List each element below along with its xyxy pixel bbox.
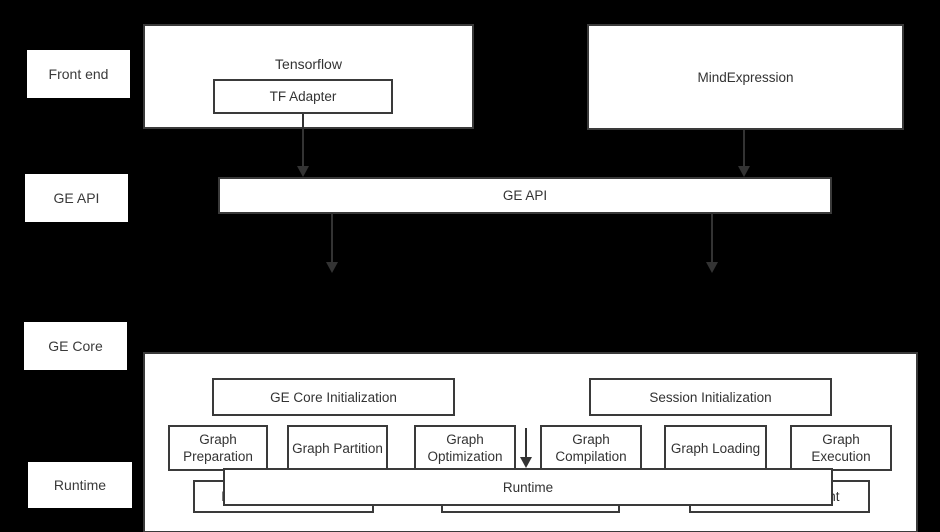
arrow-line bbox=[525, 428, 527, 459]
tensorflow-box: Tensorflow TF Adapter bbox=[143, 24, 474, 129]
arrow-head-icon bbox=[297, 166, 309, 177]
arrow-head-icon bbox=[738, 166, 750, 177]
graph-optimization-box: Graph Optimization bbox=[414, 425, 516, 471]
ge-core-initialization-box: GE Core Initialization bbox=[212, 378, 455, 416]
arrow-line bbox=[331, 213, 333, 264]
graph-preparation-box: Graph Preparation bbox=[168, 425, 268, 471]
arrow-ge-api-to-ge-core-initialization bbox=[326, 213, 338, 273]
session-initialization-box: Session Initialization bbox=[589, 378, 832, 416]
graph-partition-box: Graph Partition bbox=[287, 425, 388, 471]
arrow-line bbox=[302, 114, 304, 168]
graph-compilation-box: Graph Compilation bbox=[540, 425, 642, 471]
lane-label-front-end: Front end bbox=[27, 50, 130, 98]
graph-loading-box: Graph Loading bbox=[664, 425, 767, 471]
lane-label-runtime: Runtime bbox=[28, 462, 132, 508]
runtime-bar: Runtime bbox=[223, 468, 833, 506]
arrow-line bbox=[743, 130, 745, 168]
graph-execution-box: Graph Execution bbox=[790, 425, 892, 471]
ge-api-bar: GE API bbox=[218, 177, 832, 214]
arrow-head-icon bbox=[520, 457, 532, 468]
lane-label-ge-api: GE API bbox=[25, 174, 128, 222]
tf-adapter-box: TF Adapter bbox=[213, 79, 393, 114]
arrow-head-icon bbox=[706, 262, 718, 273]
lane-label-ge-core: GE Core bbox=[24, 322, 127, 370]
tensorflow-label: Tensorflow bbox=[275, 56, 342, 72]
arrow-ge-core-to-runtime bbox=[520, 428, 532, 468]
arrow-tf-adapter-to-ge-api bbox=[297, 114, 309, 177]
arrow-ge-api-to-session-initialization bbox=[706, 213, 718, 273]
mindexpression-box: MindExpression bbox=[587, 24, 904, 130]
arrow-line bbox=[711, 213, 713, 264]
arrow-mindexpression-to-ge-api bbox=[738, 130, 750, 177]
arrow-head-icon bbox=[326, 262, 338, 273]
